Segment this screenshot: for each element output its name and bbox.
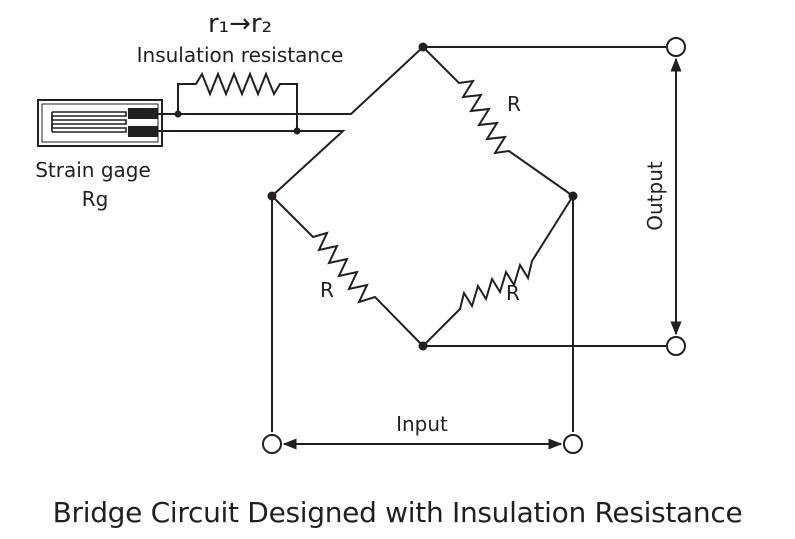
figure-caption: Bridge Circuit Designed with Insulation …: [52, 496, 743, 529]
strain-gage-symbol: Rg: [82, 187, 109, 211]
bridge-node-bottom: [418, 341, 428, 351]
insulation-label: Insulation resistance: [137, 43, 344, 67]
bridge-node-right: [568, 191, 578, 201]
resistor-label-bottom-right: R: [506, 281, 520, 305]
resistor-label-top-right: R: [507, 92, 521, 116]
insulation-node-right: [293, 127, 301, 135]
insulation-resistor: [177, 71, 298, 131]
bridge-resistor-bottom-right: [422, 195, 574, 347]
strain-gage-label: Strain gage: [35, 158, 151, 182]
bridge-node-top: [418, 42, 428, 52]
input-terminal-left: [262, 434, 282, 454]
bridge-node-left: [267, 191, 277, 201]
strain-gage: [37, 99, 163, 147]
input-label: Input: [396, 412, 448, 436]
gage-lead-upper: [158, 46, 424, 115]
insulation-node-left: [174, 110, 182, 118]
output-label: Output: [643, 161, 667, 231]
resistor-label-bottom-left: R: [320, 278, 334, 302]
bridge-resistor-bottom-left: [271, 195, 424, 347]
insulation-title: r₁→r₂: [208, 9, 272, 39]
output-terminal-bottom: [666, 336, 686, 356]
bridge-resistor-top-right: [422, 46, 574, 197]
input-terminal-right: [563, 434, 583, 454]
output-terminal-top: [666, 37, 686, 57]
gage-lead-lower: [158, 130, 346, 197]
